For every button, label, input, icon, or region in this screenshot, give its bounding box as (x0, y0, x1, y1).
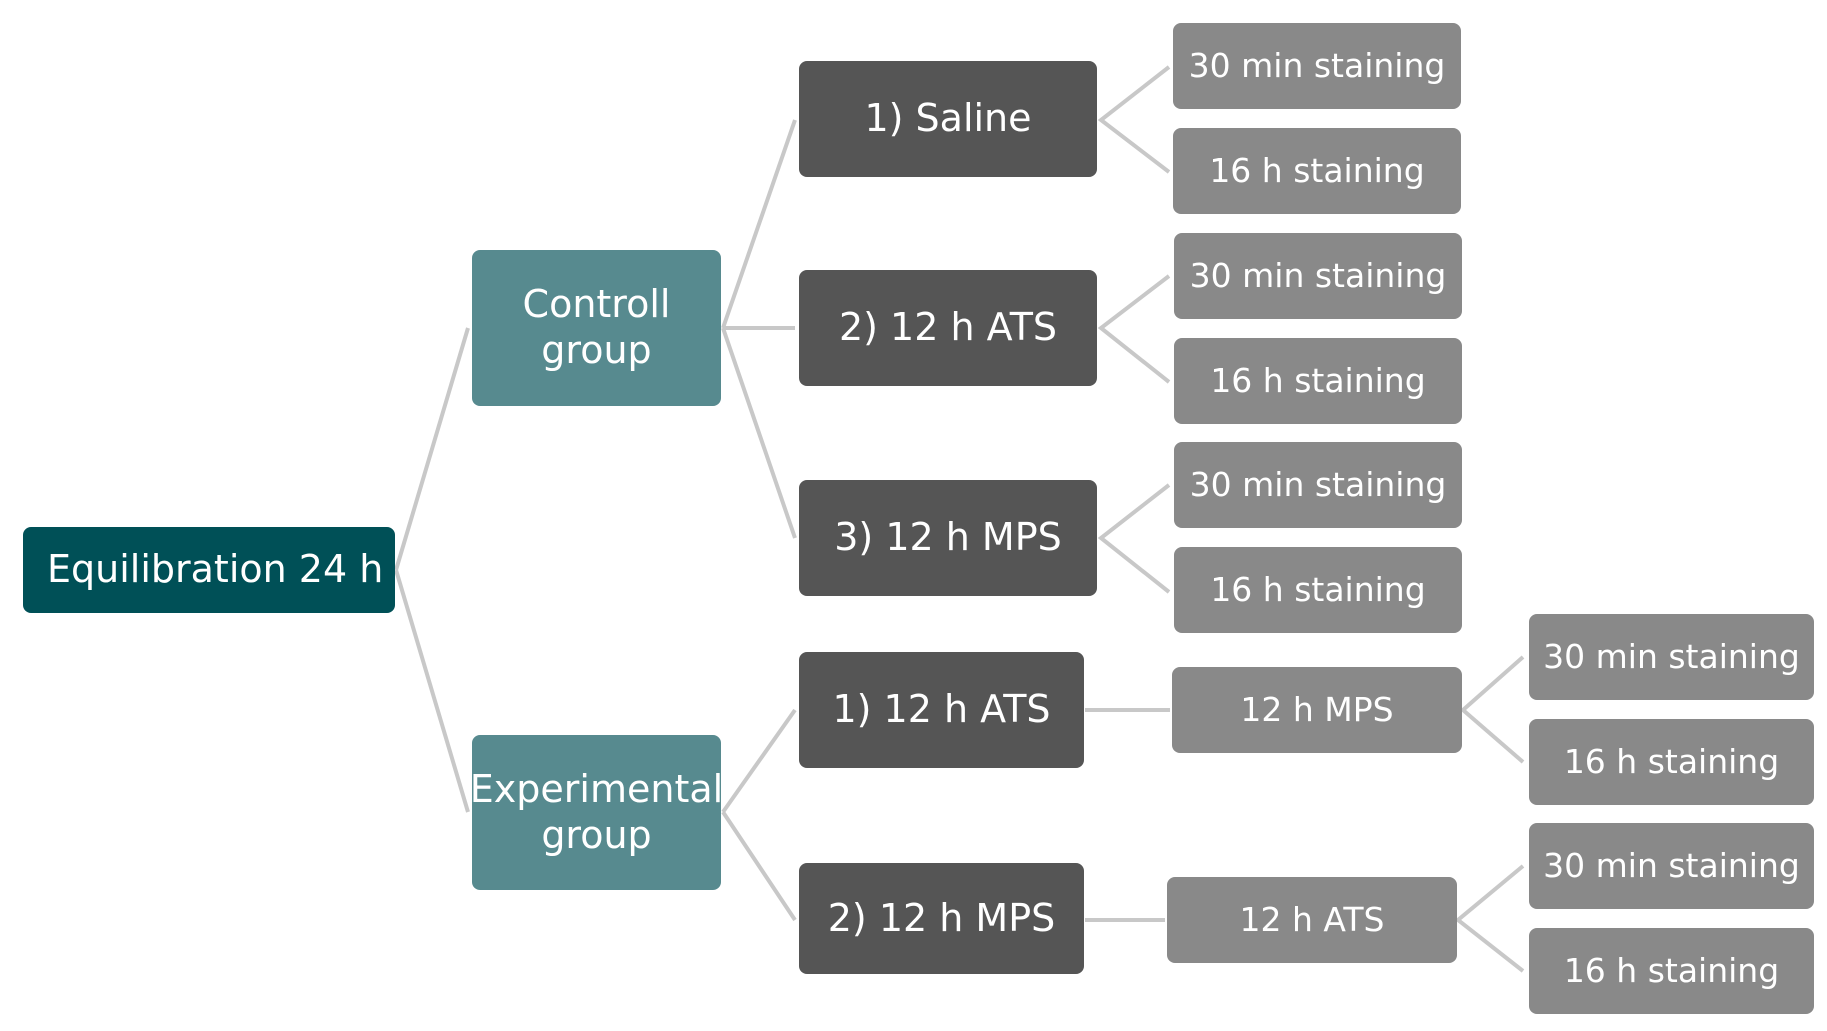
connector-experimental-ats (721, 708, 797, 814)
equilibration-node: Equilibration 24 h (23, 527, 395, 613)
saline-staining-16h: 16 h staining (1173, 128, 1461, 214)
experimental-group-node: Experimental group (470, 735, 723, 890)
saline-staining-30min: 30 min staining (1173, 23, 1461, 109)
exp-ats-mps-staining-16h: 16 h staining (1529, 719, 1814, 805)
experimental-next-step-mps: 12 h MPS (1172, 667, 1462, 753)
connector-next1-stainings (1459, 655, 1525, 764)
experimental-next-step-ats: 12 h ATS (1167, 877, 1457, 963)
connector-root-experimental (394, 569, 470, 813)
control-condition-saline: 1) Saline (799, 61, 1097, 177)
mps-staining-16h: 16 h staining (1174, 547, 1462, 633)
connector-root-control (394, 327, 470, 571)
control-condition-ats: 2) 12 h ATS (799, 270, 1097, 386)
control-group-node: Controll group (472, 250, 721, 406)
mps-staining-30min: 30 min staining (1174, 442, 1462, 528)
control-condition-mps: 3) 12 h MPS (799, 480, 1097, 596)
exp-ats-mps-staining-30min: 30 min staining (1529, 614, 1814, 700)
connector-control-saline (721, 119, 797, 329)
connector-next2-stainings (1454, 864, 1525, 973)
experimental-condition-mps: 2) 12 h MPS (799, 863, 1084, 974)
exp-mps-ats-staining-16h: 16 h staining (1529, 928, 1814, 1014)
connector-ats-stainings (1097, 274, 1171, 384)
experimental-condition-ats: 1) 12 h ATS (799, 652, 1084, 768)
connector-saline-stainings (1097, 65, 1171, 174)
connector-mps-stainings (1097, 483, 1171, 594)
connector-control-mps (721, 327, 797, 539)
ats-staining-16h: 16 h staining (1174, 338, 1462, 424)
ats-staining-30min: 30 min staining (1174, 233, 1462, 319)
exp-mps-ats-staining-30min: 30 min staining (1529, 823, 1814, 909)
connector-experimental-mps (721, 810, 797, 922)
